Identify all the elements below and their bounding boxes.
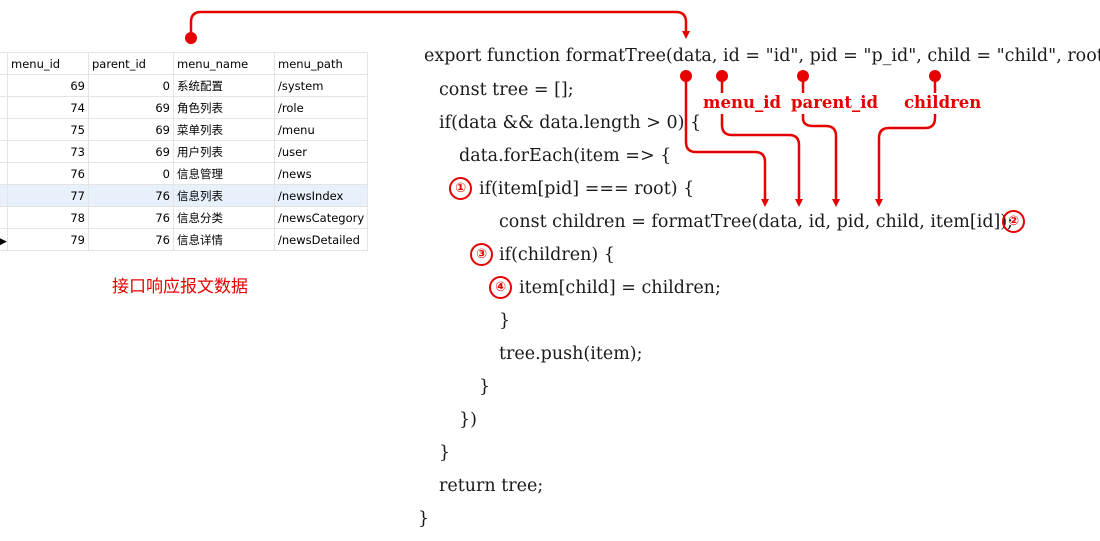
arrow-parent-id-to-call-pid (801, 114, 840, 207)
table-row-selected[interactable]: 77 76 信息列表 /newsIndex (0, 184, 369, 207)
code-line: } (479, 377, 491, 397)
label-children: children (904, 93, 982, 112)
table-row[interactable]: ▶ 79 76 信息详情 /newsDetailed (0, 228, 369, 251)
cell-menu-name[interactable]: 角色列表 (173, 96, 275, 119)
code-line: return tree; (439, 476, 544, 496)
code-line: }) (459, 410, 477, 430)
current-row-arrow-icon: ▶ (0, 236, 7, 247)
table-row[interactable]: 76 0 信息管理 /news (0, 162, 369, 185)
connector-dot (929, 70, 941, 82)
cell-menu-id[interactable]: 77 (7, 184, 89, 207)
column-header-menu-name[interactable]: menu_name (173, 52, 275, 75)
arrow-menu-id-to-call-id (720, 114, 803, 207)
connector-dot (680, 70, 692, 82)
step-marker-3: ③ (470, 243, 493, 266)
cell-menu-name[interactable]: 信息详情 (173, 228, 275, 251)
code-line: } (418, 509, 430, 529)
label-menu-id: menu_id (703, 93, 782, 112)
code-line: item[child] = children; (519, 278, 721, 298)
cell-menu-path[interactable]: /newsDetailed (273, 228, 369, 251)
code-line: data.forEach(item => { (459, 146, 672, 166)
step-marker-1: ① (449, 177, 472, 200)
code-line: } (499, 311, 511, 331)
code-line: if(item[pid] === root) { (479, 179, 695, 199)
cell-menu-name[interactable]: 系统配置 (173, 74, 275, 97)
connector-dot (797, 70, 809, 82)
column-header-menu-id[interactable]: menu_id (7, 52, 89, 75)
cell-parent-id[interactable]: 69 (88, 140, 174, 163)
cell-menu-id[interactable]: 75 (7, 118, 89, 141)
code-line: } (439, 443, 451, 463)
table-row[interactable]: 73 69 用户列表 /user (0, 140, 369, 163)
table-header-row: menu_id parent_id menu_name menu_path (0, 52, 369, 75)
connector-dot (185, 32, 197, 44)
column-header-parent-id[interactable]: parent_id (88, 52, 174, 75)
cell-menu-path[interactable]: /user (273, 140, 369, 163)
menu-data-table: menu_id parent_id menu_name menu_path 69… (0, 52, 369, 251)
code-line: if(data && data.length > 0) { (439, 113, 702, 133)
cell-menu-id[interactable]: 79 (7, 228, 89, 251)
label-parent-id: parent_id (791, 93, 879, 112)
table-row[interactable]: 78 76 信息分类 /newsCategory (0, 206, 369, 229)
arrow-data-to-call-data (684, 76, 769, 207)
code-line: const children = formatTree(data, id, pi… (499, 212, 1014, 232)
arrow-children-to-call-child (875, 114, 937, 207)
cell-parent-id[interactable]: 76 (88, 184, 174, 207)
code-line: export function formatTree(data, id = "i… (424, 46, 1100, 66)
cell-menu-path[interactable]: /newsIndex (273, 184, 369, 207)
step-marker-2: ② (1002, 210, 1025, 233)
cell-menu-path[interactable]: /newsCategory (273, 206, 369, 229)
cell-menu-path[interactable]: /news (273, 162, 369, 185)
cell-menu-name[interactable]: 信息分类 (173, 206, 275, 229)
code-line: const tree = []; (439, 80, 574, 100)
connector-dot (716, 70, 728, 82)
arrow-table-to-data (189, 10, 690, 39)
code-line: tree.push(item); (499, 344, 643, 364)
table-row[interactable]: 74 69 角色列表 /role (0, 96, 369, 119)
step-marker-4: ④ (489, 276, 512, 299)
column-header-menu-path[interactable]: menu_path (273, 52, 369, 75)
code-line: if(children) { (499, 245, 615, 265)
cell-menu-path[interactable]: /system (273, 74, 369, 97)
cell-menu-name[interactable]: 用户列表 (173, 140, 275, 163)
table-row[interactable]: 69 0 系统配置 /system (0, 74, 369, 97)
cell-parent-id[interactable]: 76 (88, 228, 174, 251)
table-row[interactable]: 75 69 菜单列表 /menu (0, 118, 369, 141)
table-caption: 接口响应报文数据 (112, 277, 248, 297)
